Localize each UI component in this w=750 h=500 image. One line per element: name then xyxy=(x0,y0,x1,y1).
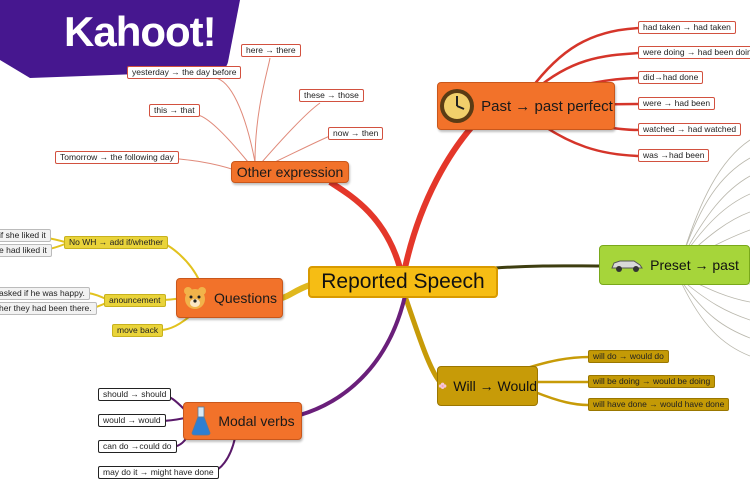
leaf-modal-3: can do →could do xyxy=(98,440,177,453)
kahoot-logo xyxy=(0,0,240,78)
center-node-label: Reported Speech xyxy=(321,270,485,293)
leaf-modal-2: would → would xyxy=(98,414,166,427)
leaf-past-6: was →had been xyxy=(638,149,710,162)
car-icon xyxy=(611,260,644,272)
leaf-will-1: will do → would do xyxy=(588,350,669,363)
leaf-modal-4: may do it → might have done xyxy=(98,466,219,479)
leaf-modal-1: should → should xyxy=(98,388,172,401)
node-will-would[interactable]: Will → Would xyxy=(437,366,538,406)
center-node-reported-speech[interactable]: Reported Speech xyxy=(308,266,498,298)
leaf-past-2: were doing → had been doing xyxy=(638,46,750,59)
leaf-questions-7: her they had been there. xyxy=(0,302,97,315)
clock-icon xyxy=(440,89,475,123)
node-modal-label: Modal verbs xyxy=(218,413,295,429)
leaf-other-4: this → that xyxy=(149,104,200,117)
leaf-questions-5: e had liked it xyxy=(0,244,52,257)
node-will-label: Will → Would xyxy=(453,378,537,394)
node-preset-label: Preset → past xyxy=(650,257,739,273)
node-questions[interactable]: Questions xyxy=(176,278,283,318)
leaf-other-5: now → then xyxy=(328,127,384,140)
node-modal-verbs[interactable]: Modal verbs xyxy=(183,402,302,440)
leaf-other-1: here → there xyxy=(241,44,301,57)
leaf-questions-4: if she liked it xyxy=(0,229,51,242)
leaf-other-3: these → those xyxy=(299,89,364,102)
node-other-expression-label: Other expression xyxy=(236,164,344,180)
leaf-questions-1: No WH → add if/whether xyxy=(64,236,169,249)
flask-icon xyxy=(191,406,211,436)
leaf-past-1: had taken → had taken xyxy=(638,21,736,34)
node-past-label: Past → past perfect xyxy=(481,97,613,115)
leaf-questions-2: anouncement xyxy=(104,294,166,307)
leaf-other-6: Tomorrow → the following day xyxy=(55,151,179,164)
node-preset-past[interactable]: Preset → past xyxy=(599,245,750,285)
leaf-other-2: yesterday → the day before xyxy=(127,66,242,79)
leaf-questions-6: asked if he was happy. xyxy=(0,287,90,300)
kahoot-logo-text: Kahoot! xyxy=(64,8,217,55)
flower-icon xyxy=(438,382,447,389)
bear-face-icon xyxy=(183,287,206,309)
leaf-past-3: did→had done xyxy=(638,71,704,84)
leaf-past-4: were → had been xyxy=(638,97,716,110)
leaf-will-2: will be doing → would be doing xyxy=(588,375,716,388)
leaf-questions-3: move back xyxy=(112,324,164,337)
node-other-expression[interactable]: Other expression xyxy=(231,161,349,183)
node-past-perfect[interactable]: Past → past perfect xyxy=(437,82,615,130)
leaf-will-3: will have done → would have done xyxy=(588,398,730,411)
leaf-past-5: watched → had watched xyxy=(638,123,742,136)
node-questions-label: Questions xyxy=(213,290,278,306)
